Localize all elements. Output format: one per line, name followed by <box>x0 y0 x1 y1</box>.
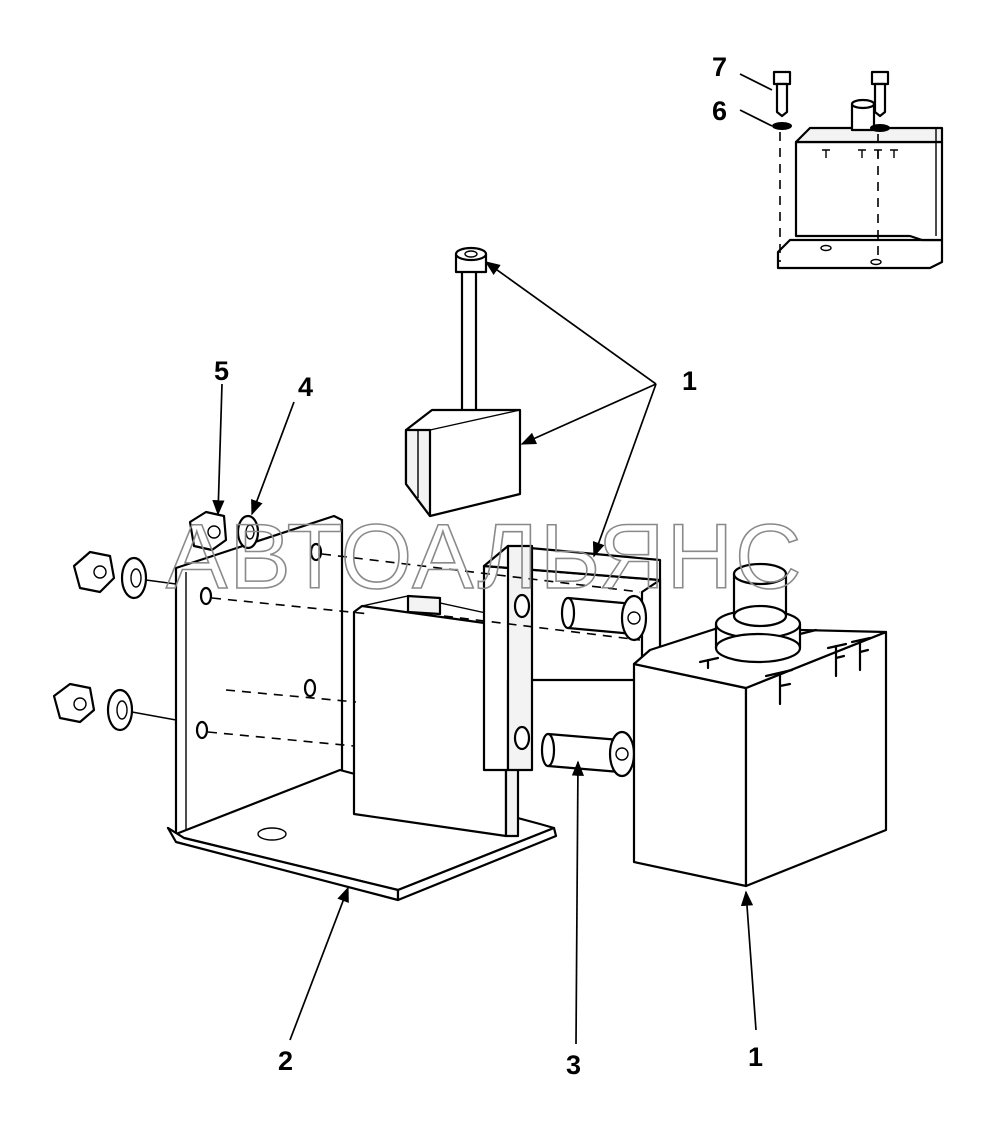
assembled-unit-inset <box>739 70 944 270</box>
callout-4: 4 <box>298 372 313 402</box>
clamp-assembly <box>404 246 522 518</box>
leader-lines <box>212 261 757 1045</box>
screws <box>540 594 648 778</box>
callouts: 1 1 2 3 4 5 6 7 <box>214 52 763 1080</box>
assembly-axes <box>207 553 641 747</box>
fasteners <box>52 510 260 732</box>
callout-2: 2 <box>278 1046 293 1076</box>
callout-3: 3 <box>566 1050 581 1080</box>
watermark: АВТОАЛЬЯНС <box>166 506 804 608</box>
callout-1-bottom: 1 <box>748 1042 763 1072</box>
solenoid-block <box>632 562 888 888</box>
callout-6: 6 <box>712 96 727 126</box>
callout-1-top: 1 <box>682 366 697 396</box>
callout-7: 7 <box>712 52 727 82</box>
mounting-bracket <box>166 514 558 902</box>
callout-5: 5 <box>214 356 229 386</box>
